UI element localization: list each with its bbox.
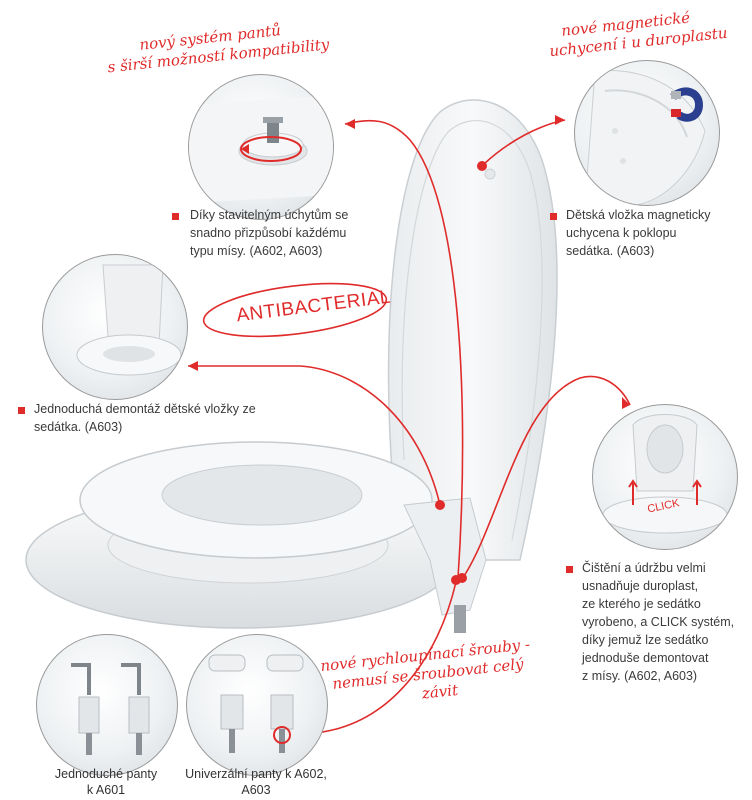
insert-note: Jednoduchá demontáž dětské vložky ze sed… — [34, 402, 256, 434]
universal-hinges-image — [186, 634, 328, 776]
cleaning-note: Čištění a údržbu velmi usnadňuje duropla… — [582, 561, 735, 683]
hinge-note: Díky stavitelným úchytům se snadno přizp… — [190, 208, 349, 258]
simple-hinges-caption: Jednoduché panty k A601 — [54, 767, 158, 797]
cleaning-note-bullet — [566, 566, 573, 573]
magnet-closeup-image — [574, 60, 720, 206]
universal-hinges-caption: Univerzální panty k A602, A603 — [185, 767, 327, 797]
click-closeup-image: CLICK — [592, 404, 738, 550]
insert-note-bullet — [18, 407, 25, 414]
magnet-note-bullet — [550, 213, 557, 220]
simple-hinges-image — [36, 634, 178, 776]
magnet-note: Dětská vložka magneticky uchycena k pokl… — [566, 208, 711, 258]
lid-shape — [387, 99, 558, 561]
hinge-note-bullet — [172, 213, 179, 220]
insert-closeup-image — [42, 254, 188, 400]
hinge-closeup-image — [188, 74, 334, 220]
